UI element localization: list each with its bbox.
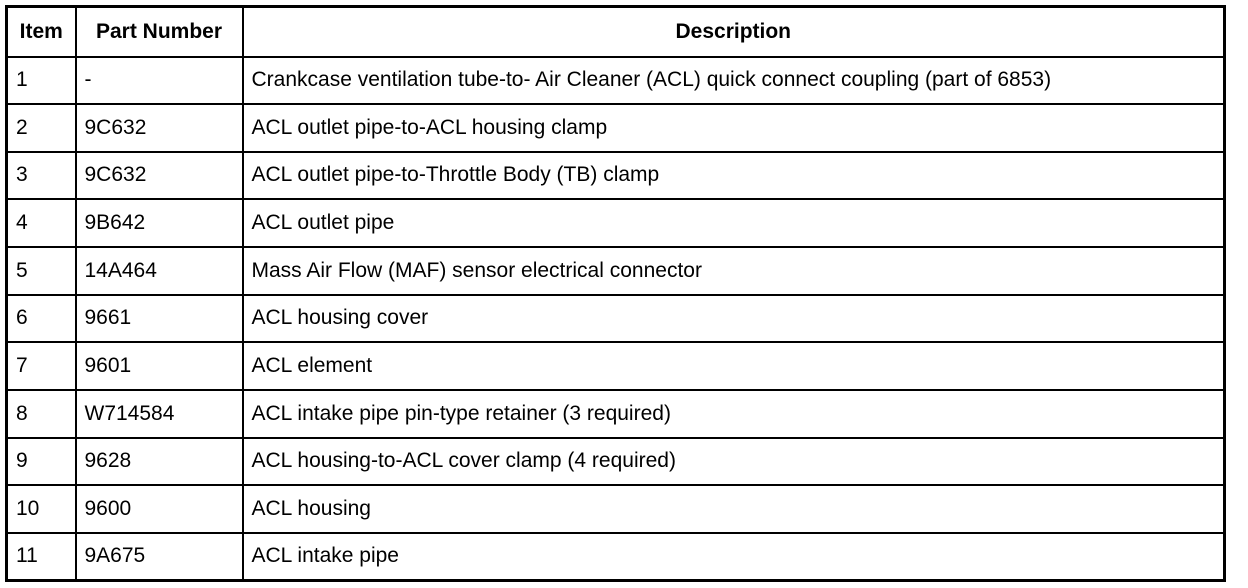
column-header-item: Item <box>5 5 77 58</box>
cell-part-number: 9B642 <box>74 198 244 248</box>
cell-item: 2 <box>5 103 77 153</box>
table-row: 7 9601 ACL element <box>5 341 1226 391</box>
cell-item: 5 <box>5 246 77 296</box>
cell-description: ACL housing <box>241 484 1226 534</box>
cell-part-number: 9C632 <box>74 103 244 153</box>
column-header-part-number: Part Number <box>74 5 244 58</box>
cell-part-number: 9628 <box>74 436 244 487</box>
cell-description: ACL outlet pipe-to-Throttle Body (TB) cl… <box>241 150 1226 201</box>
table-row: 10 9600 ACL housing <box>5 484 1226 534</box>
parts-list-table: Item Part Number Description 1 - Crankca… <box>5 5 1226 582</box>
table-header-row: Item Part Number Description <box>5 5 1226 58</box>
cell-part-number: 9601 <box>74 341 244 391</box>
column-header-description: Description <box>241 5 1226 58</box>
cell-part-number: 9A675 <box>74 531 244 582</box>
table-row: 8 W714584 ACL intake pipe pin-type retai… <box>5 388 1226 439</box>
cell-item: 9 <box>5 436 77 487</box>
cell-item: 7 <box>5 341 77 391</box>
cell-part-number: 9661 <box>74 293 244 344</box>
cell-description: ACL outlet pipe-to-ACL housing clamp <box>241 103 1226 153</box>
cell-part-number: 14A464 <box>74 246 244 296</box>
cell-description: ACL housing cover <box>241 293 1226 344</box>
table-row: 9 9628 ACL housing-to-ACL cover clamp (4… <box>5 436 1226 487</box>
cell-description: Crankcase ventilation tube-to- Air Clean… <box>241 55 1226 106</box>
cell-description: ACL outlet pipe <box>241 198 1226 248</box>
cell-part-number: W714584 <box>74 388 244 439</box>
table-row: 11 9A675 ACL intake pipe <box>5 531 1226 582</box>
cell-description: ACL intake pipe <box>241 531 1226 582</box>
cell-description: ACL element <box>241 341 1226 391</box>
parts-list-container: Item Part Number Description 1 - Crankca… <box>5 5 1226 582</box>
cell-part-number: 9600 <box>74 484 244 534</box>
cell-item: 10 <box>5 484 77 534</box>
table-row: 5 14A464 Mass Air Flow (MAF) sensor elec… <box>5 246 1226 296</box>
table-header: Item Part Number Description <box>5 5 1226 58</box>
table-row: 2 9C632 ACL outlet pipe-to-ACL housing c… <box>5 103 1226 153</box>
cell-description: Mass Air Flow (MAF) sensor electrical co… <box>241 246 1226 296</box>
cell-item: 1 <box>5 55 77 106</box>
table-row: 3 9C632 ACL outlet pipe-to-Throttle Body… <box>5 150 1226 201</box>
cell-item: 3 <box>5 150 77 201</box>
cell-item: 4 <box>5 198 77 248</box>
cell-part-number: - <box>74 55 244 106</box>
table-row: 6 9661 ACL housing cover <box>5 293 1226 344</box>
table-row: 4 9B642 ACL outlet pipe <box>5 198 1226 248</box>
cell-description: ACL intake pipe pin-type retainer (3 req… <box>241 388 1226 439</box>
cell-item: 8 <box>5 388 77 439</box>
table-body: 1 - Crankcase ventilation tube-to- Air C… <box>5 55 1226 582</box>
table-row: 1 - Crankcase ventilation tube-to- Air C… <box>5 55 1226 106</box>
cell-part-number: 9C632 <box>74 150 244 201</box>
cell-description: ACL housing-to-ACL cover clamp (4 requir… <box>241 436 1226 487</box>
cell-item: 6 <box>5 293 77 344</box>
cell-item: 11 <box>5 531 77 582</box>
